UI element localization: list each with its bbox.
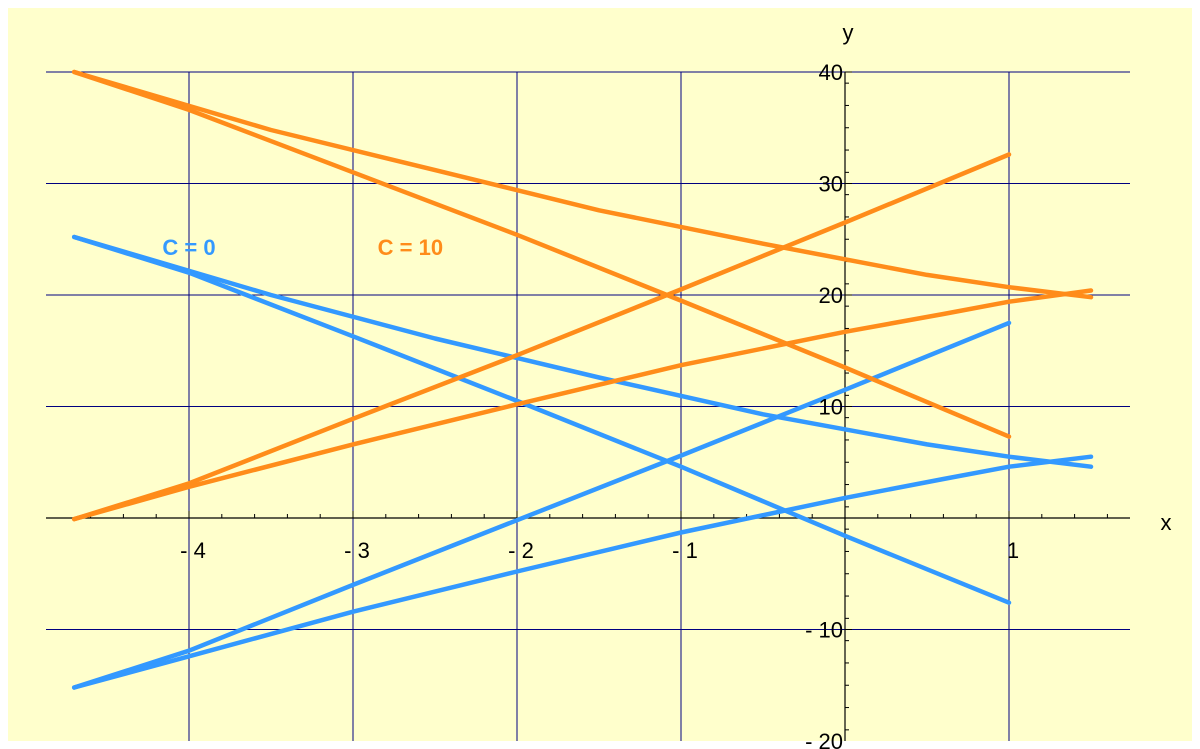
y-tick-label: 40 <box>819 60 843 85</box>
y-tick-label: 10 <box>819 395 843 420</box>
y-axis-label: y <box>843 20 854 45</box>
series-line-c10-4 <box>71 69 1094 300</box>
y-tick-label: - 20 <box>805 729 843 749</box>
series-line-c10-5 <box>71 69 1012 439</box>
y-tick-label: - 10 <box>805 618 843 643</box>
series-line-c0-1 <box>71 234 1012 605</box>
x-tick-label: - 3 <box>344 538 370 563</box>
grid-layer <box>46 71 1130 741</box>
series-line-c0-0 <box>71 234 1094 469</box>
series-line-c0-2 <box>71 320 1012 690</box>
plot-background <box>8 8 1192 741</box>
x-tick-label: 1 <box>1007 538 1019 563</box>
x-axis-label: x <box>1161 510 1172 535</box>
x-tick-label: - 1 <box>672 538 698 563</box>
annotation-label-1: C = 10 <box>378 235 443 260</box>
x-tick-label: - 2 <box>508 538 534 563</box>
series-line-c10-6 <box>71 152 1012 522</box>
y-tick-label: 30 <box>819 172 843 197</box>
series-layer <box>71 69 1094 690</box>
labels-layer: - 4 - 3 - 2 - 1 1 - 20 - 10 10 20 30 40 x y C = 0 C = … <box>162 20 1171 749</box>
series-line-c10-7 <box>71 288 1094 522</box>
y-tick-label: 20 <box>819 283 843 308</box>
annotation-label-0: C = 0 <box>162 235 215 260</box>
series-line-c0-3 <box>71 454 1094 690</box>
x-tick-label: - 4 <box>180 538 206 563</box>
